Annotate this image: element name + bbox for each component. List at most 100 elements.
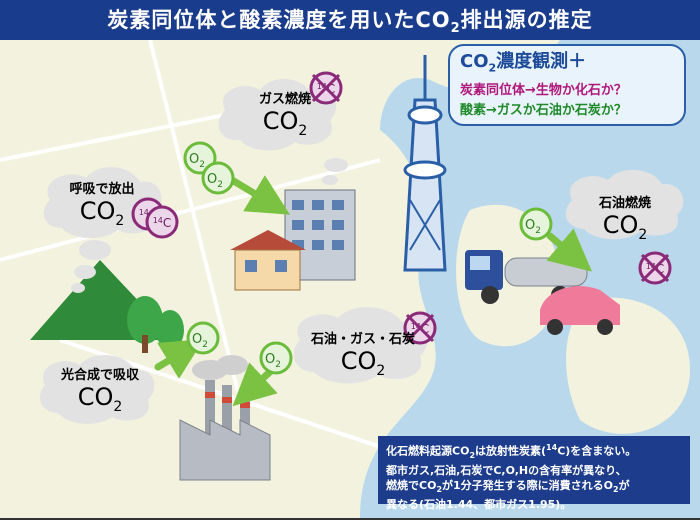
cloud-photosynthesis-co2: CO2 bbox=[45, 383, 155, 415]
note-sub: 2 bbox=[436, 485, 443, 495]
c14-badge-text: 14C bbox=[411, 322, 430, 336]
note-text: が1分子発生する際に消費されるO bbox=[442, 478, 614, 492]
c14-badge-text: 14C bbox=[153, 216, 172, 230]
note-line-4: 異なる(石油1.44、都市ガス1.95)。 bbox=[386, 498, 572, 512]
note-text: 燃焼でCO bbox=[386, 478, 437, 492]
c14-badge: 14C bbox=[309, 71, 343, 105]
co-text: CO bbox=[77, 383, 114, 411]
cross-mark bbox=[311, 73, 341, 103]
c14-badge-text: 14C bbox=[646, 262, 665, 276]
co-text: CO bbox=[602, 211, 639, 239]
co-sub: 2 bbox=[115, 212, 125, 229]
c14-badge-sup: 14 bbox=[139, 208, 149, 217]
cloud-puffs bbox=[71, 158, 348, 293]
title-tail: 排出源の推定 bbox=[460, 8, 593, 32]
cloud-oil-co2: CO2 bbox=[575, 211, 675, 243]
tv-tower bbox=[403, 55, 447, 272]
c14-badge-sup: 14 bbox=[317, 82, 327, 91]
c14-badge-symbol: C bbox=[656, 262, 664, 276]
co-text: CO bbox=[340, 347, 377, 375]
c14-badge-text: 14C bbox=[317, 82, 336, 96]
cross-mark bbox=[640, 253, 670, 283]
mountain-and-trees bbox=[30, 260, 184, 356]
arrow-oil-o2 bbox=[546, 228, 593, 272]
note-text: が bbox=[618, 478, 630, 492]
cloud-gas-label: ガス燃焼 bbox=[258, 92, 311, 107]
arrow-photosynthesis-o2 bbox=[154, 339, 204, 379]
info-title-suffix: 濃度観測＋ bbox=[496, 51, 587, 72]
co-text: CO bbox=[79, 197, 116, 225]
info-line-oxygen: 酸素→ガスか石油か石炭か？ bbox=[460, 102, 627, 118]
note-sub: 2 bbox=[469, 450, 476, 460]
o2-badge-sub: 2 bbox=[275, 360, 281, 370]
cloud-gas bbox=[218, 78, 337, 151]
title-bar: 炭素同位体と酸素濃度を用いたCO2排出源の推定 bbox=[0, 0, 700, 40]
o2-badge-sub: 2 bbox=[202, 340, 208, 350]
info-title: CO2濃度観測＋ bbox=[460, 50, 674, 81]
cloud-respiration-label: 呼吸で放出 bbox=[69, 182, 135, 197]
cloud-oil bbox=[565, 169, 684, 240]
c14-badge-sup: 14 bbox=[411, 322, 421, 331]
o2-badge-sub: 2 bbox=[199, 160, 205, 170]
arrows bbox=[154, 175, 593, 407]
cloud-fossil-label: 石油・ガス・石炭 bbox=[310, 332, 415, 347]
cloud-gas-text: ガス燃焼 CO2 bbox=[230, 88, 340, 139]
note-sub: 2 bbox=[613, 485, 619, 495]
arrow-fossil-o2 bbox=[232, 362, 278, 407]
o2-badge: O2 bbox=[259, 341, 293, 375]
co-sub: 2 bbox=[638, 226, 648, 243]
badge-layer: 14CO2O214C14CO2O214CO214C bbox=[131, 71, 672, 375]
clouds bbox=[39, 78, 684, 424]
o2-badge: O2 bbox=[186, 321, 220, 355]
car bbox=[540, 286, 620, 335]
info-box: CO2濃度観測＋ 炭素同位体→生物か化石か？ 酸素→ガスか石油か石炭か？ bbox=[448, 44, 686, 126]
cloud-fossil-text: 石油・ガス・石炭 CO2 bbox=[298, 328, 428, 379]
note-text: C)を含まない。 bbox=[557, 444, 637, 458]
co-sub: 2 bbox=[113, 398, 123, 415]
co-sub: 2 bbox=[376, 362, 386, 379]
c14-badge-symbol: C bbox=[327, 82, 335, 96]
cloud-respiration-co2: CO2 bbox=[52, 197, 152, 229]
note-line-3: 燃焼でCO2が1分子発生する際に消費されるO2が bbox=[386, 478, 682, 497]
c14-badge-symbol: C bbox=[421, 322, 429, 336]
cloud-respiration bbox=[43, 167, 162, 239]
c14-badge: 14C bbox=[403, 311, 437, 345]
cloud-gas-co2: CO2 bbox=[230, 107, 340, 139]
note-line-2: 都市ガス,石油,石炭でC,O,Hの含有率が異なり、 bbox=[386, 463, 627, 477]
c14-badge: 14C bbox=[638, 251, 672, 285]
cloud-fossil-co2: CO2 bbox=[298, 347, 428, 379]
note-box: 化石燃料起源CO2は放射性炭素(14C)を含まない。 都市ガス,石油,石炭でC,… bbox=[378, 436, 690, 511]
title-main: 炭素同位体と酸素濃度を用いたCO bbox=[107, 8, 451, 32]
cloud-photosynthesis-label: 光合成で吸収 bbox=[60, 368, 139, 383]
cloud-oil-text: 石油燃焼 CO2 bbox=[575, 192, 675, 243]
info-title-prefix: CO bbox=[460, 51, 489, 72]
house bbox=[230, 230, 306, 291]
o2-badge-sub: 2 bbox=[535, 226, 541, 236]
note-sup: 14 bbox=[546, 443, 558, 452]
c14-badge-sup: 14 bbox=[153, 216, 163, 225]
o2-badge: O2 bbox=[201, 161, 235, 195]
c14-badge-symbol: C bbox=[163, 216, 171, 230]
arrow-gas-o2 bbox=[228, 175, 291, 215]
cross-mark bbox=[405, 313, 435, 343]
cloud-fossil bbox=[293, 307, 428, 384]
c14-badge: 14C bbox=[145, 205, 179, 239]
o2-badge-sub: 2 bbox=[217, 180, 223, 190]
note-text: 化石燃料起源CO bbox=[386, 444, 470, 458]
info-title-sub: 2 bbox=[488, 61, 497, 75]
bottom-rule bbox=[0, 518, 700, 520]
cloud-oil-label: 石油燃焼 bbox=[598, 196, 651, 211]
info-line-isotope: 炭素同位体→生物か化石か？ bbox=[460, 82, 627, 98]
cloud-respiration-text: 呼吸で放出 CO2 bbox=[52, 178, 152, 229]
o2-badge: O2 bbox=[519, 207, 553, 241]
cloud-photosynthesis bbox=[39, 354, 155, 424]
cloud-photosynthesis-text: 光合成で吸収 CO2 bbox=[45, 364, 155, 415]
c14-badge-sup: 14 bbox=[646, 262, 656, 271]
note-text: は放射性炭素( bbox=[475, 444, 547, 458]
co-sub: 2 bbox=[298, 122, 308, 139]
title-sub: 2 bbox=[450, 21, 461, 37]
co-text: CO bbox=[262, 107, 299, 135]
island-shape bbox=[566, 297, 690, 434]
note-line-1: 化石燃料起源CO2は放射性炭素(14C)を含まない。 bbox=[386, 440, 682, 463]
